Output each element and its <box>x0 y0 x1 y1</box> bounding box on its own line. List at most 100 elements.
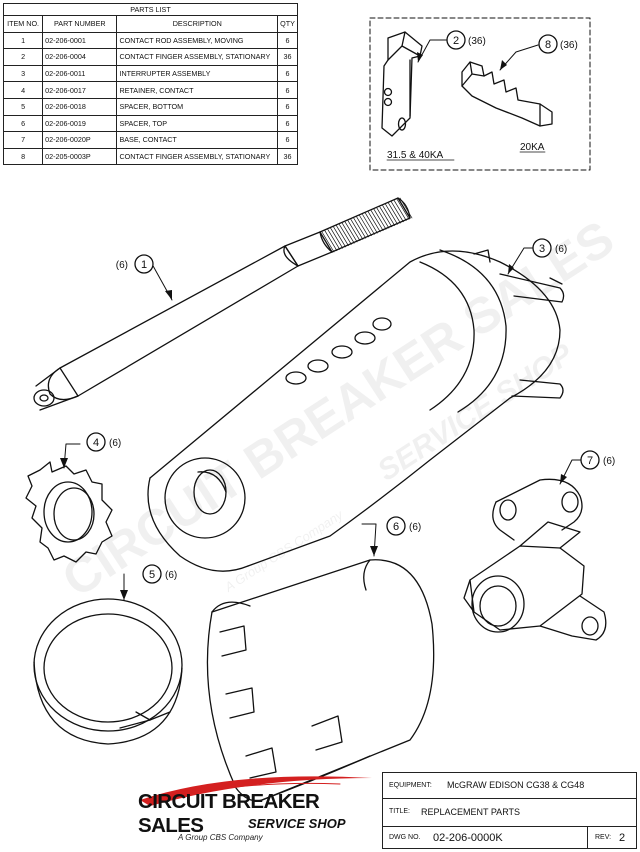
logo-main-text: CIRCUIT BREAKER SALES <box>138 790 320 837</box>
contact-retainer-part <box>25 461 113 563</box>
label-20ka: 20KA <box>520 142 545 153</box>
thread-line <box>350 219 364 240</box>
thread-line <box>399 197 413 219</box>
contact-base-part <box>463 478 607 641</box>
header-qty: QTY <box>277 15 298 33</box>
rev-label: REV: <box>595 834 612 841</box>
cell-part: 02-205-0003P <box>42 147 118 166</box>
callout-3: 3 (6) <box>532 238 567 258</box>
svg-text:2: 2 <box>453 35 459 47</box>
title-row: TITLE: REPLACEMENT PARTS <box>383 799 636 827</box>
table-header-row: ITEM NO. PART NUMBER DESCRIPTION QTY <box>2 15 298 33</box>
parts-list-table: PARTS LIST ITEM NO. PART NUMBER DESCRIPT… <box>2 3 298 166</box>
svg-text:(36): (36) <box>560 40 578 51</box>
thread-line <box>385 203 398 225</box>
thread-line <box>382 205 396 226</box>
interrupter-part <box>147 249 565 572</box>
thread-line <box>359 215 372 236</box>
svg-text:4: 4 <box>93 437 99 449</box>
bottom-spacer-part <box>33 598 183 745</box>
thread-line <box>324 230 338 252</box>
svg-text:(6): (6) <box>116 260 128 271</box>
callout-5: 5 (6) <box>142 564 177 584</box>
thread-line <box>362 214 375 235</box>
svg-text:8: 8 <box>545 39 551 51</box>
thread-line <box>393 200 407 221</box>
cell-qty: 6 <box>277 81 298 99</box>
leader-lines <box>63 39 587 601</box>
svg-text:5: 5 <box>149 569 155 581</box>
dwg-label: DWG NO. <box>389 834 421 841</box>
thread-line <box>370 210 384 231</box>
rev-value: 2 <box>619 832 626 844</box>
thread-line <box>336 225 349 247</box>
logo-swoosh <box>140 776 372 806</box>
thread-line <box>321 231 335 253</box>
svg-text:(6): (6) <box>603 456 615 467</box>
thread-line <box>396 198 410 220</box>
thread-line <box>338 224 352 245</box>
svg-text:6: 6 <box>393 521 399 533</box>
title-block: EQUIPMENT: McGRAW EDISON CG38 & CG48 TIT… <box>382 772 637 849</box>
cell-part: 02-206-0017 <box>42 81 118 99</box>
top-spacer-part <box>206 559 435 802</box>
callout-7: 7 (6) <box>580 450 615 470</box>
cell-qty: 36 <box>277 147 298 166</box>
rev-divider <box>587 827 588 849</box>
svg-text:3: 3 <box>539 243 545 255</box>
logo-tagline: A Group CBS Company <box>178 833 263 842</box>
thread-line <box>390 201 404 223</box>
thread-line <box>353 217 367 239</box>
thread-line <box>344 221 358 243</box>
company-logo: CIRCUIT BREAKER SALES SERVICE SHOP A Gro… <box>130 776 375 848</box>
equipment-value: McGRAW EDISON CG38 & CG48 <box>447 780 585 790</box>
label-31-5-40ka: 31.5 & 40KA <box>387 150 443 161</box>
thread-line <box>388 202 401 224</box>
svg-text:(36): (36) <box>468 36 486 47</box>
leader-arrows <box>60 52 567 600</box>
equipment-label: EQUIPMENT: <box>389 782 432 789</box>
title-label: TITLE: <box>389 808 411 815</box>
thread-line <box>367 211 381 233</box>
callout-4: 4 (6) <box>86 432 121 452</box>
contact-finger-large-part <box>381 31 423 137</box>
thread-line <box>333 226 346 248</box>
svg-text:7: 7 <box>587 455 593 467</box>
svg-text:1: 1 <box>141 259 147 271</box>
callout-2: 2 (36) <box>446 30 486 50</box>
thread-line <box>364 212 378 234</box>
thread-line <box>379 206 393 228</box>
thread-line <box>356 216 370 238</box>
svg-text:(6): (6) <box>555 244 567 255</box>
callout-8: 8 (36) <box>538 34 578 54</box>
detail-box <box>369 17 591 171</box>
cell-desc: CONTACT FINGER ASSEMBLY, STATIONARY <box>116 147 279 166</box>
thread-line <box>373 208 387 230</box>
svg-text:(6): (6) <box>409 522 421 533</box>
thread-line <box>327 229 341 250</box>
dwg-row: DWG NO. 02-206-0000K REV: 2 <box>383 827 636 849</box>
contact-finger-small-part <box>461 61 553 127</box>
parts-list-caption: PARTS LIST <box>3 3 298 16</box>
title-value: REPLACEMENT PARTS <box>421 807 521 817</box>
equipment-row: EQUIPMENT: McGRAW EDISON CG38 & CG48 <box>383 773 636 799</box>
thread-line <box>347 220 361 242</box>
rod-threads <box>321 197 413 253</box>
thread-line <box>341 222 355 244</box>
svg-text:(6): (6) <box>109 438 121 449</box>
thread-line <box>376 207 390 229</box>
logo-sub-text: SERVICE SHOP <box>248 816 346 831</box>
svg-text:(6): (6) <box>165 570 177 581</box>
callout-1: 1 (6) <box>116 254 154 274</box>
dwg-value: 02-206-0000K <box>433 832 503 844</box>
cell-part: 02-206-0004 <box>42 48 118 66</box>
callout-6: 6 (6) <box>386 516 421 536</box>
